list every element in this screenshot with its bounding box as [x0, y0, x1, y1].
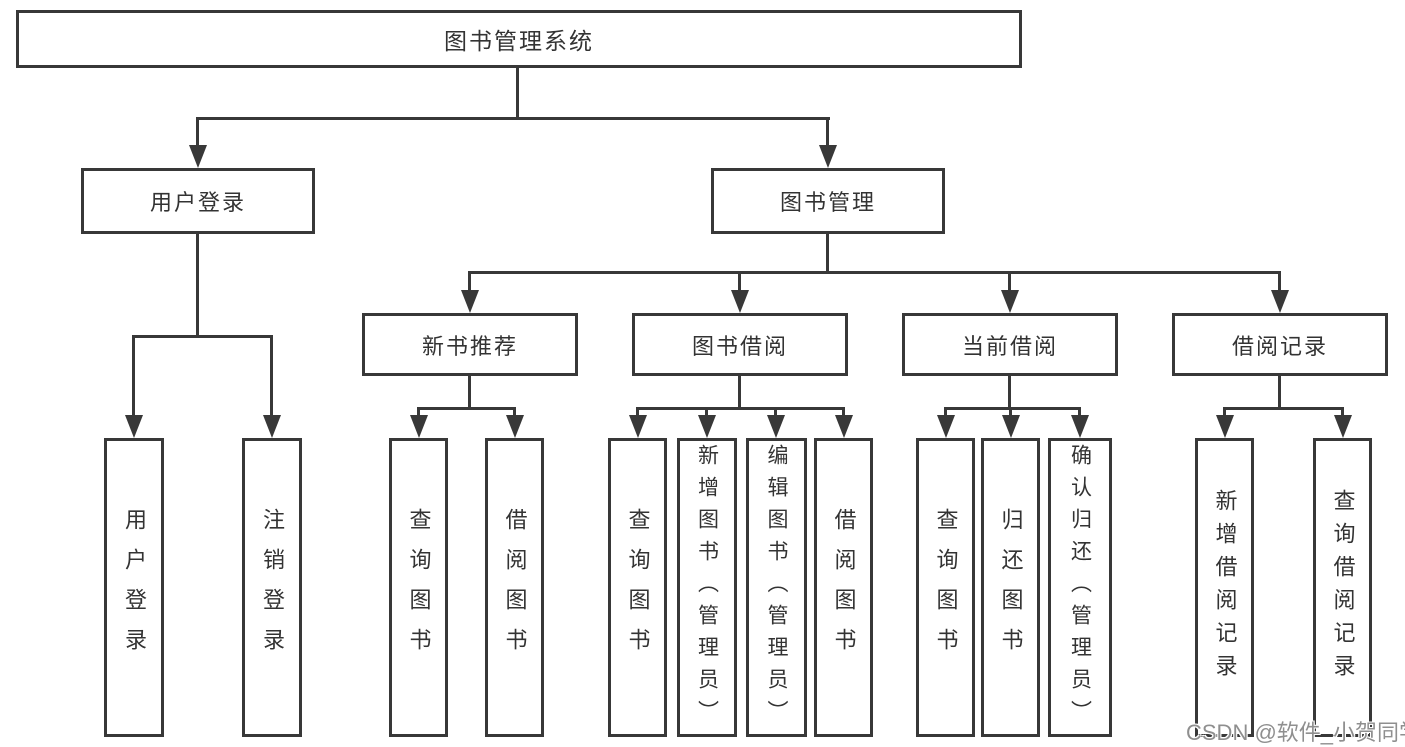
leaf-query-borrow-record-label: 查询借阅记录 [1330, 488, 1356, 687]
leaf-borrow-books-box: 借阅图书 [814, 438, 873, 737]
arrow-down-icon [731, 290, 749, 313]
node-borrow-records-box: 借阅记录 [1172, 313, 1388, 376]
node-book-borrow-label: 图书借阅 [691, 333, 788, 359]
csdn-watermark: CSDN @软件_小贺同学 [1186, 720, 1405, 745]
leaf-return-books-box: 归还图书 [981, 438, 1040, 737]
leaf-logout-box: 注销登录 [242, 438, 302, 737]
drop-cur-confirm [1078, 407, 1081, 417]
arrow-down-icon [125, 415, 143, 438]
arrow-down-icon [1334, 415, 1352, 438]
leaf-borrow-books-label: 借阅图书 [831, 507, 857, 668]
rail-borrow-children [636, 407, 845, 410]
drop-bor-borrow [842, 407, 845, 417]
leaf-edit-books-admin-box: 编辑图书（管理员） [746, 438, 807, 737]
leaf-confirm-return-admin-label: 确认归还（管理员） [1068, 443, 1092, 732]
node-book-management-box: 图书管理 [711, 168, 945, 234]
node-new-book-recommend-box: 新书推荐 [362, 313, 578, 376]
rail-recommend-children [417, 407, 516, 410]
arrow-down-icon [506, 415, 524, 438]
drop-leaf-user-login [132, 335, 135, 417]
rail-user-login-children [132, 335, 273, 338]
drop-book-borrow [738, 271, 741, 292]
stem-user-login [196, 232, 199, 338]
drop-current-borrow [1008, 271, 1011, 292]
leaf-add-books-admin-label: 新增图书（管理员） [695, 443, 719, 732]
drop-bor-edit [774, 407, 777, 417]
stem-new-book-recommend [468, 374, 471, 410]
leaf-add-borrow-record-label: 新增借阅记录 [1212, 488, 1238, 687]
leaf-edit-books-admin-label: 编辑图书（管理员） [765, 443, 788, 732]
arrow-down-icon [263, 415, 281, 438]
leaf-add-books-admin-box: 新增图书（管理员） [677, 438, 737, 737]
stem-book-management [826, 232, 829, 274]
leaf-borrow-query-books-box: 查询图书 [608, 438, 667, 737]
rail-records-children [1223, 407, 1344, 410]
leaf-user-login-label: 用户登录 [122, 507, 147, 668]
leaf-recommend-borrow-books-box: 借阅图书 [485, 438, 544, 737]
leaf-borrow-query-books-label: 查询图书 [625, 507, 651, 668]
drop-user-login [196, 117, 199, 147]
arrow-down-icon [835, 415, 853, 438]
drop-rcd-query [1341, 407, 1344, 417]
arrow-down-icon [698, 415, 716, 438]
drop-bor-query [636, 407, 639, 417]
leaf-current-query-books-box: 查询图书 [916, 438, 975, 737]
leaf-query-borrow-record-box: 查询借阅记录 [1313, 438, 1372, 737]
drop-bor-add [705, 407, 708, 417]
arrow-down-icon [1271, 290, 1289, 313]
rail-current-children [944, 407, 1081, 410]
arrow-down-icon [767, 415, 785, 438]
drop-book-management [826, 117, 829, 147]
arrow-down-icon [629, 415, 647, 438]
rail-book-management-children [468, 271, 1281, 274]
drop-cur-return [1009, 407, 1012, 417]
drop-new-book-recommend [468, 271, 471, 292]
arrow-down-icon [1001, 290, 1019, 313]
stem-root [516, 66, 519, 119]
node-book-management-label: 图书管理 [779, 190, 876, 215]
drop-rec-query [417, 407, 420, 417]
leaf-current-query-books-label: 查询图书 [933, 507, 959, 668]
drop-rec-borrow [513, 407, 516, 417]
node-new-book-recommend-label: 新书推荐 [421, 333, 518, 359]
arrow-down-icon [1002, 415, 1020, 438]
node-user-login-box: 用户登录 [81, 168, 315, 234]
arrow-down-icon [1071, 415, 1089, 438]
stem-book-borrow [738, 374, 741, 410]
leaf-return-books-label: 归还图书 [998, 507, 1024, 668]
stem-current-borrow [1008, 374, 1011, 410]
drop-borrow-records [1278, 271, 1281, 292]
stem-borrow-records [1278, 374, 1281, 410]
leaf-confirm-return-admin-box: 确认归还（管理员） [1048, 438, 1112, 737]
arrow-down-icon [937, 415, 955, 438]
node-root-label: 图书管理系统 [444, 28, 594, 54]
arrow-down-icon [819, 145, 837, 168]
leaf-add-borrow-record-box: 新增借阅记录 [1195, 438, 1254, 737]
arrow-down-icon [461, 290, 479, 313]
node-book-borrow-box: 图书借阅 [632, 313, 848, 376]
rail-level2 [196, 117, 830, 120]
node-root-box: 图书管理系统 [16, 10, 1022, 68]
node-user-login-label: 用户登录 [149, 190, 246, 215]
drop-cur-query [944, 407, 947, 417]
arrow-down-icon [410, 415, 428, 438]
leaf-logout-label: 注销登录 [260, 507, 285, 668]
node-current-borrow-box: 当前借阅 [902, 313, 1118, 376]
node-borrow-records-label: 借阅记录 [1231, 333, 1328, 359]
node-current-borrow-label: 当前借阅 [961, 333, 1058, 359]
leaf-recommend-query-books-label: 查询图书 [406, 507, 432, 668]
leaf-user-login-box: 用户登录 [104, 438, 164, 737]
leaf-recommend-borrow-books-label: 借阅图书 [502, 507, 528, 668]
drop-rcd-add [1223, 407, 1226, 417]
leaf-recommend-query-books-box: 查询图书 [389, 438, 448, 737]
arrow-down-icon [1216, 415, 1234, 438]
drop-leaf-logout [270, 335, 273, 417]
arrow-down-icon [189, 145, 207, 168]
